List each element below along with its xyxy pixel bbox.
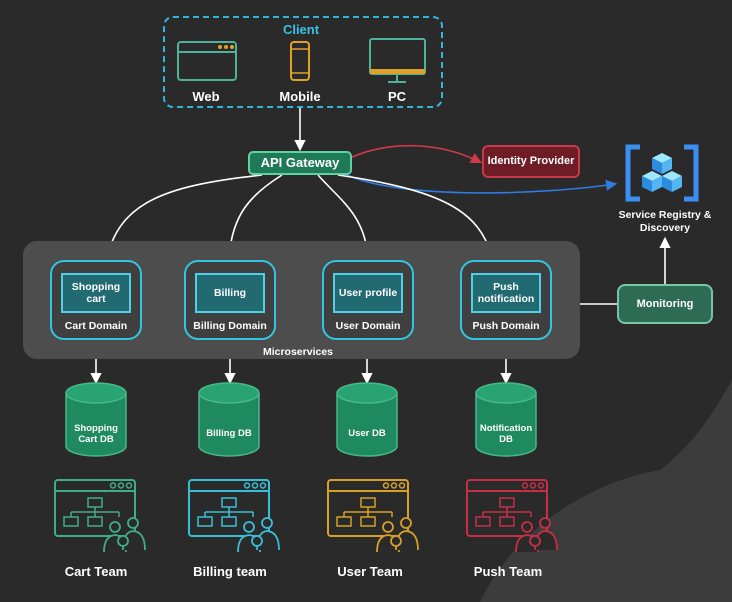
gateway-to-identity-arrow	[349, 144, 483, 164]
client-group	[163, 16, 443, 108]
gateway-to-cart-arrow	[103, 174, 263, 261]
notification-db-label-1: Notification	[479, 423, 533, 434]
identity-provider: Identity Provider	[482, 145, 580, 178]
mobile-label: Mobile	[279, 89, 321, 104]
user-profile-service: User profile	[333, 273, 403, 313]
cart-db-label: Shopping Cart DB	[62, 423, 130, 445]
browser-window-icon	[177, 41, 237, 81]
gateway-to-registry-arrow	[344, 173, 618, 194]
service-registry-label-2: Discovery	[639, 222, 691, 234]
desktop-monitor-icon	[369, 38, 426, 83]
api-gateway: API Gateway	[248, 151, 352, 175]
user-domain-label: User Domain	[335, 320, 401, 332]
cart-team-label: Cart Team	[64, 564, 128, 579]
pc-label: PC	[387, 89, 407, 104]
cart-domain-label: Cart Domain	[64, 320, 128, 332]
push-team-label: Push Team	[473, 564, 543, 579]
push-notification-service: Push notification	[471, 273, 541, 313]
billing-domain: Billing Billing Domain	[184, 260, 276, 340]
billing-team-label: Billing team	[193, 564, 267, 579]
cart-db-label-2: Cart DB	[78, 434, 114, 445]
push-domain-label: Push Domain	[472, 320, 540, 332]
service-registry-label-1: Service Registry &	[618, 209, 712, 221]
web-label: Web	[192, 89, 220, 104]
user-db-label: User DB	[348, 428, 386, 439]
client-title: Client	[282, 22, 320, 37]
user-domain: User profile User Domain	[322, 260, 414, 340]
microservices-label: Microservices	[262, 346, 334, 358]
push-domain: Push notification Push Domain	[460, 260, 552, 340]
client-icons	[177, 38, 426, 83]
monitoring: Monitoring	[617, 284, 713, 324]
billing-db-label: Billing DB	[206, 428, 252, 439]
service-registry-icon	[625, 144, 699, 202]
notification-db-label: Notification DB	[470, 423, 542, 445]
mobile-phone-icon	[290, 41, 310, 81]
shopping-cart-service: Shopping cart	[61, 273, 131, 313]
cart-db-label-1: Shopping	[74, 423, 118, 434]
notification-db-label-2: DB	[499, 434, 513, 445]
billing-domain-label: Billing Domain	[193, 320, 267, 332]
cart-domain: Shopping cart Cart Domain	[50, 260, 142, 340]
user-team-label: User Team	[337, 564, 403, 579]
billing-service: Billing	[195, 273, 265, 313]
